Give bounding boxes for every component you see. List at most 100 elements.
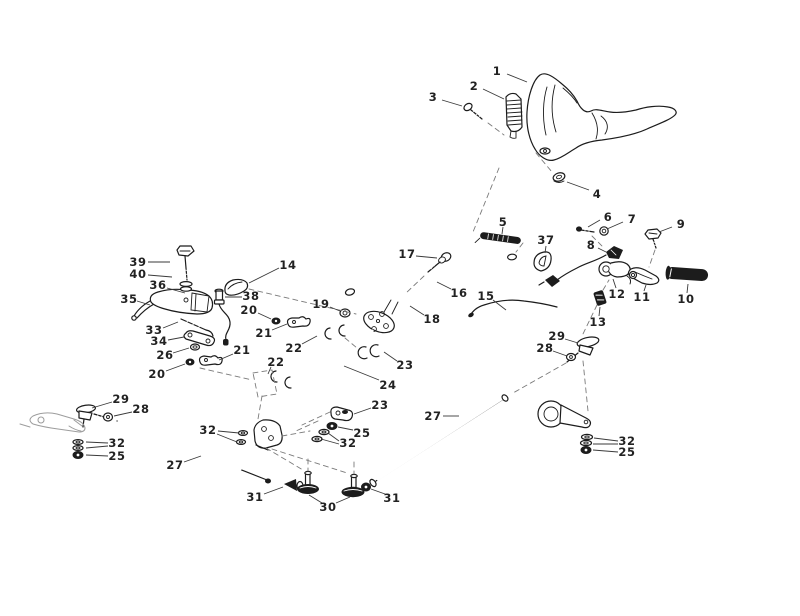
throttle-cable-part-15 [468, 299, 558, 318]
wedge-cap-part-14 [224, 278, 249, 296]
callout-leader-line [162, 321, 179, 329]
callout-leader-line [552, 350, 568, 357]
part-number-callout-3: 3 [429, 90, 438, 104]
clamp-part-23-lower [330, 406, 354, 422]
callout-leader-line [492, 299, 507, 311]
part-number-callout-33: 33 [145, 323, 162, 337]
pitman-arm-part [537, 400, 592, 429]
callout-leader-line [257, 312, 272, 320]
part-number-callout-36: 36 [149, 278, 166, 292]
callout-leader-line [91, 401, 113, 409]
part-number-callout-39: 39 [129, 255, 146, 269]
part-number-callout-25: 25 [618, 445, 635, 459]
part-number-callout-8: 8 [587, 238, 596, 252]
part-number-callout-13: 13 [589, 315, 606, 329]
grommet-part-26 [189, 343, 201, 351]
callout-leader-line [248, 267, 280, 284]
part-number-callout-31: 31 [383, 491, 400, 505]
part-number-callout-23: 23 [371, 398, 388, 412]
callout-leader-line [612, 278, 617, 289]
callout-leader-line [587, 219, 601, 228]
screw-part-6 [576, 226, 595, 234]
spring-part-13 [593, 290, 607, 306]
callout-leader-line [353, 407, 372, 415]
part-number-callout-7: 7 [628, 212, 637, 226]
bolt-part-17 [427, 252, 452, 273]
spindle-arm-reference [19, 412, 86, 433]
link-part-34 [183, 330, 216, 347]
part-number-callout-14: 14 [279, 258, 296, 272]
callout-leader-line [501, 226, 504, 235]
emblem-part-37 [533, 251, 552, 272]
callout-leader-line [370, 488, 386, 495]
part-number-callout-1: 1 [493, 64, 502, 78]
steering-stud-left [284, 470, 319, 494]
part-number-callout-4: 4 [593, 187, 602, 201]
part-number-callout-35: 35 [120, 292, 137, 306]
clamp-part-23-upper [357, 344, 380, 360]
bolt-part-39 [176, 245, 195, 281]
part-number-callout-30: 30 [319, 500, 336, 514]
callout-leader-line [593, 437, 619, 442]
knurled-pin-part [474, 232, 521, 244]
pin-part-33 [180, 318, 214, 337]
callout-leader-line [643, 284, 647, 292]
part-number-callout-22: 22 [267, 355, 284, 369]
clamp-part-21-lower [198, 355, 223, 366]
callout-leader-line [165, 363, 186, 372]
handlebar-part [344, 251, 517, 304]
callout-leader-line [327, 432, 340, 442]
part-number-callout-2: 2 [470, 79, 479, 93]
bolt-part-9 [644, 228, 662, 249]
screw-part-3 [463, 102, 483, 120]
callout-leader-line [136, 300, 151, 306]
handlebar-grip-part-10 [665, 265, 709, 282]
part-number-callout-37: 37 [537, 233, 554, 247]
callout-leader-line [85, 445, 109, 449]
callout-leader-line [335, 496, 351, 504]
washers-part-32-left [72, 439, 84, 452]
callout-leader-line [216, 433, 238, 443]
part-number-callout-29: 29 [112, 392, 129, 406]
callout-leader-line [566, 181, 590, 191]
callout-leader-line [482, 88, 505, 100]
clamp-part-21-upper [286, 316, 311, 328]
part-number-callout-31: 31 [246, 490, 263, 504]
part-number-callout-27: 27 [166, 458, 183, 472]
part-number-callout-10: 10 [677, 292, 694, 306]
cable-adjuster-part-38 [213, 288, 231, 346]
callout-leader-line [383, 351, 398, 362]
tie-rod-right-part [361, 394, 509, 492]
part-number-callout-40: 40 [129, 267, 146, 281]
part-number-callout-32: 32 [199, 423, 216, 437]
callout-leader-line [544, 245, 547, 254]
callout-leader-line [441, 99, 463, 107]
part-number-callout-21: 21 [233, 343, 250, 357]
part-number-callout-19: 19 [312, 297, 329, 311]
brake-cable-part-8 [538, 246, 623, 287]
callout-leader-line [218, 353, 234, 361]
part-number-callout-21: 21 [255, 326, 272, 340]
callout-leader-line [415, 255, 438, 259]
part-number-callout-28: 28 [132, 402, 149, 416]
part-number-callout-11: 11 [633, 290, 650, 304]
washers-part-32-right [579, 433, 594, 447]
callout-leader-line [85, 454, 109, 457]
callout-leader-line [263, 486, 284, 495]
callout-leader-line [686, 283, 689, 294]
callout-leader-line [113, 411, 133, 417]
washers-part-32-center [311, 428, 330, 443]
callout-leader-line [564, 338, 579, 344]
part-number-callout-23: 23 [396, 358, 413, 372]
callout-leader-line [301, 335, 318, 345]
callout-leader-line [506, 73, 528, 83]
callout-leader-line [409, 305, 425, 316]
part-number-callout-15: 15 [477, 289, 494, 303]
assembly-dashed-lines [199, 122, 656, 475]
steering-stud-right [341, 473, 365, 498]
callout-leader-line [167, 336, 185, 341]
callout-leader-line [597, 247, 607, 253]
console-cover-part [526, 73, 677, 161]
